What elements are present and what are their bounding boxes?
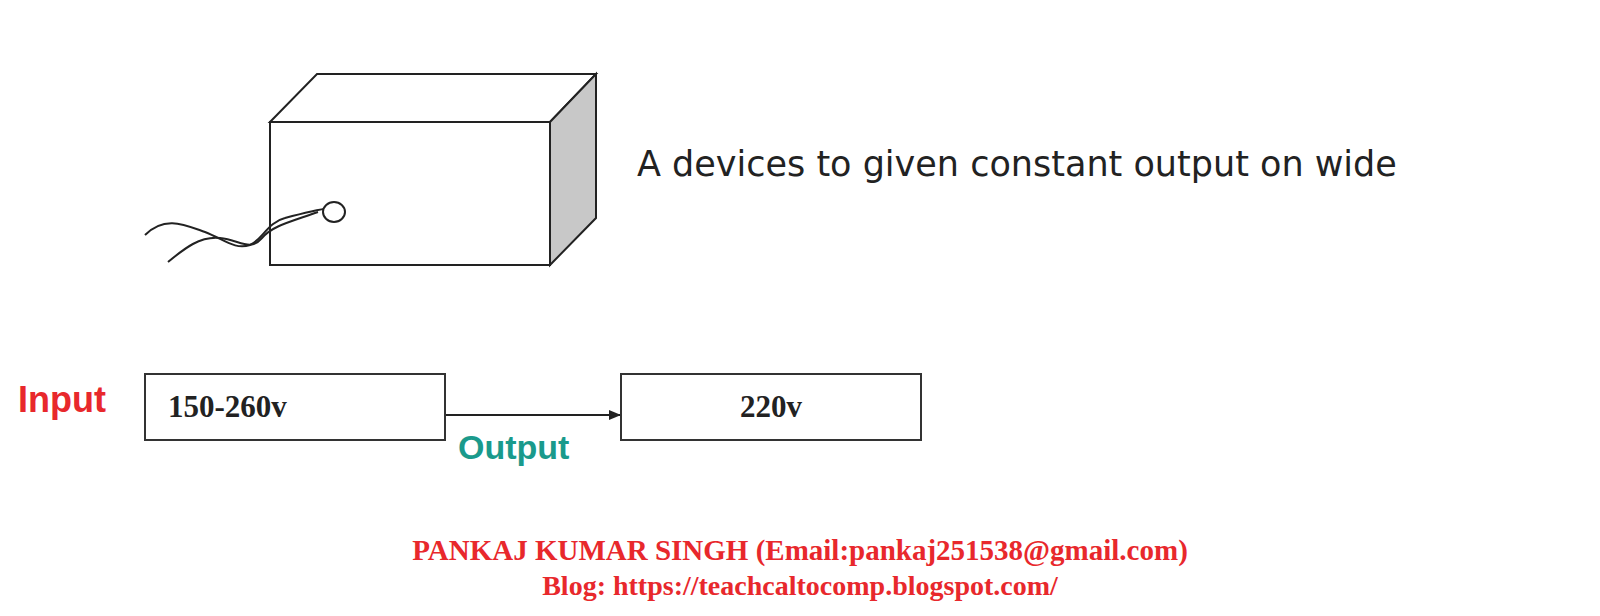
arrow-connector <box>446 414 620 416</box>
box-top <box>270 74 596 122</box>
voltage-value: 220v <box>740 389 802 425</box>
blog-url: Blog: https://teachcaltocomp.blogspot.co… <box>542 570 1058 602</box>
power-cord <box>145 208 330 246</box>
voltage-box: 220v <box>620 373 922 441</box>
description-text: A devices to given constant output on wi… <box>637 144 1397 184</box>
input-label: Input <box>18 379 106 421</box>
box-front <box>270 122 550 265</box>
voltage-box: 150-260v <box>144 373 446 441</box>
box-side <box>550 74 596 265</box>
power-cord <box>168 212 318 262</box>
author-credit: PANKAJ KUMAR SINGH (Email:pankaj251538@g… <box>412 534 1188 567</box>
voltage-value: 150-260v <box>168 389 287 425</box>
output-label: Output <box>458 428 569 467</box>
plug <box>323 202 345 222</box>
